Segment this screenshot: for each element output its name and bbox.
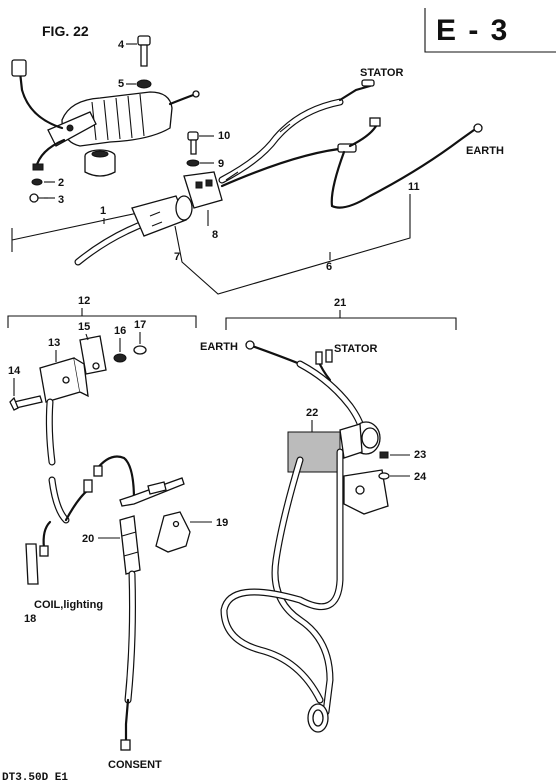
part-number-22: 22 (306, 407, 318, 419)
part-number-11: 11 (408, 181, 420, 193)
model-code: DT3.50D E1 (2, 772, 68, 784)
lighting-coil-assembly (9, 335, 191, 751)
caption-stator-top: STATOR (360, 67, 403, 79)
part-number-6: 6 (326, 261, 332, 273)
part-number-19: 19 (216, 517, 228, 529)
part-number-24: 24 (414, 471, 427, 483)
part-number-23: 23 (414, 449, 426, 461)
part-number-14: 14 (8, 365, 21, 377)
caption-earth-top: EARTH (466, 145, 504, 157)
part-number-8: 8 (212, 229, 218, 241)
part-number-12: 12 (78, 295, 90, 307)
stator-harness (74, 79, 483, 266)
section-code-box: E - 3 (424, 8, 556, 53)
section-code: E - 3 (436, 14, 509, 47)
part-number-13: 13 (48, 337, 60, 349)
caption-stator-bottom: STATOR (334, 343, 377, 355)
part-number-17: 17 (134, 319, 146, 331)
part-number-2: 2 (58, 177, 64, 189)
part-number-18: 18 (24, 613, 36, 625)
bracket-21 (225, 317, 457, 330)
part-number-20: 20 (82, 533, 94, 545)
remote-harness (220, 340, 390, 733)
part-number-4: 4 (118, 39, 125, 51)
part-number-15: 15 (78, 321, 90, 333)
caption-earth-bottom: EARTH (200, 341, 238, 353)
figure-title: FIG. 22 (42, 23, 89, 39)
part-number-1: 1 (100, 205, 106, 217)
ignition-coil-assembly (11, 35, 200, 203)
caption-consent: CONSENT (108, 759, 162, 771)
part-number-9: 9 (218, 158, 224, 170)
part-number-16: 16 (114, 325, 126, 337)
part-number-21: 21 (334, 297, 346, 309)
part-number-5: 5 (118, 78, 124, 90)
caption-coil-lighting: COIL,lighting (34, 599, 103, 611)
bracket-6 (174, 194, 411, 295)
part-number-3: 3 (58, 194, 64, 206)
bracket-12 (7, 315, 197, 328)
part-number-7: 7 (174, 251, 180, 263)
part-number-10: 10 (218, 130, 230, 142)
